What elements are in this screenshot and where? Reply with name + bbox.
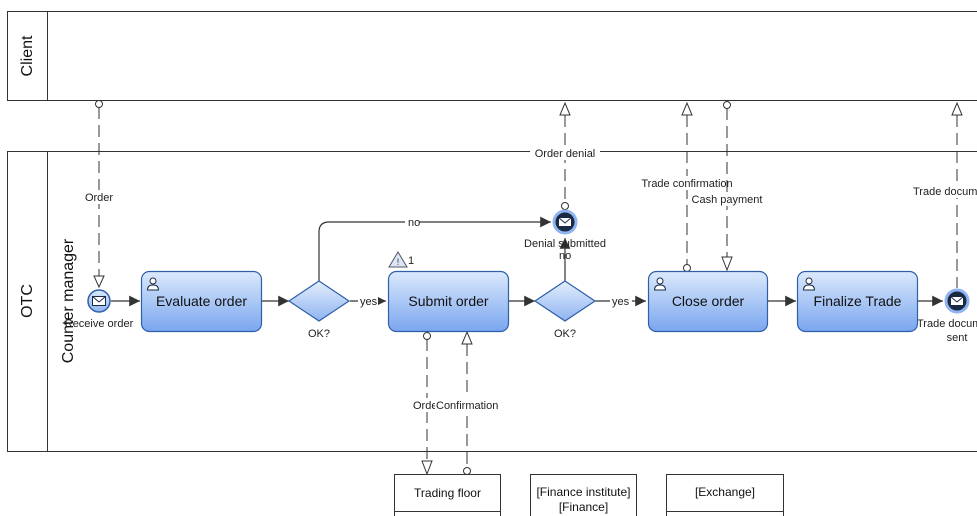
- pool-label-finance-1: [Finance institute]: [536, 485, 630, 499]
- pool-exchange[interactable]: [Exchange]: [666, 474, 784, 516]
- task-label-close-order: Close order: [672, 293, 745, 309]
- end-event-denial-submitted[interactable]: [552, 209, 578, 235]
- task-label-finalize-trade: Finalize Trade: [814, 293, 902, 309]
- message-label-cash-payment: Cash payment: [692, 194, 763, 206]
- message-label-confirmation: Confirmation: [436, 400, 498, 412]
- flow-label-no-2: no: [559, 250, 571, 262]
- pool-label-finance-2: [Finance]: [559, 500, 608, 514]
- gateway-label-ok-1: OK?: [308, 328, 330, 340]
- message-flow-order-to-trading-floor[interactable]: Orde: [412, 332, 437, 476]
- message-label-order-denial: Order denial: [535, 148, 596, 160]
- message-label-order-down: Orde: [413, 400, 437, 412]
- warning-badge[interactable]: ! 1: [388, 251, 414, 268]
- task-evaluate-order[interactable]: Evaluate order: [140, 270, 263, 333]
- pool-trading-floor[interactable]: Trading floor: [394, 474, 501, 516]
- message-label-trade-documents: Trade docum: [913, 186, 977, 198]
- flow-label-yes-1: yes: [360, 296, 378, 308]
- message-flow-trade-confirmation[interactable]: Trade confirmation: [638, 101, 736, 272]
- otc-pool-label: OTC: [19, 284, 36, 318]
- svg-text:!: !: [397, 257, 400, 267]
- pool-label-trading-floor: Trading floor: [414, 486, 481, 500]
- gateway-label-ok-2: OK?: [554, 328, 576, 340]
- envelope-icon: [92, 296, 106, 306]
- message-label-trade-confirmation: Trade confirmation: [641, 178, 732, 190]
- flow-gateway-no-to-denial[interactable]: [318, 216, 551, 281]
- sequence-flows: [111, 216, 943, 307]
- warning-count: 1: [408, 255, 414, 267]
- flow-label-no-1: no: [408, 217, 420, 229]
- event-label-trade-docs-2: sent: [947, 332, 968, 344]
- counter-manager-lane-label: Counter manager: [60, 238, 77, 363]
- message-label-order: Order: [85, 192, 113, 204]
- gateway-ok-1[interactable]: [287, 280, 351, 322]
- end-event-trade-documents-sent[interactable]: [944, 288, 970, 314]
- envelope-icon: [950, 296, 964, 306]
- gateway-ok-2[interactable]: [533, 280, 597, 322]
- message-flow-cash-payment[interactable]: Cash payment: [689, 101, 765, 272]
- start-event-receive-order[interactable]: [87, 289, 111, 313]
- task-label-submit-order: Submit order: [408, 293, 488, 309]
- client-pool[interactable]: Client: [7, 11, 977, 101]
- message-flow-order-denial[interactable]: Order denial: [530, 101, 600, 210]
- client-pool-label: Client: [19, 35, 36, 76]
- message-flow-confirmation[interactable]: Confirmation: [435, 330, 501, 475]
- task-close-order[interactable]: Close order: [647, 270, 769, 333]
- pool-label-exchange: [Exchange]: [695, 485, 755, 499]
- task-finalize-trade[interactable]: Finalize Trade: [796, 270, 919, 333]
- flow-label-yes-2: yes: [612, 296, 630, 308]
- event-label-trade-docs-1: Trade docum: [917, 318, 977, 330]
- envelope-icon: [558, 217, 572, 227]
- task-submit-order[interactable]: Submit order: [387, 270, 510, 333]
- user-icon: [146, 277, 160, 291]
- task-label-evaluate-order: Evaluate order: [156, 293, 247, 309]
- message-flow-order[interactable]: Order: [80, 100, 118, 289]
- warning-icon: [388, 251, 408, 268]
- user-icon: [802, 277, 816, 291]
- message-flow-trade-documents[interactable]: Trade docum: [910, 101, 977, 288]
- pool-finance-institute[interactable]: [Finance institute] [Finance]: [530, 474, 637, 516]
- event-label-denial-submitted: Denial submitted: [524, 238, 606, 250]
- user-icon: [653, 277, 667, 291]
- event-label-receive-order: Receive order: [65, 318, 134, 330]
